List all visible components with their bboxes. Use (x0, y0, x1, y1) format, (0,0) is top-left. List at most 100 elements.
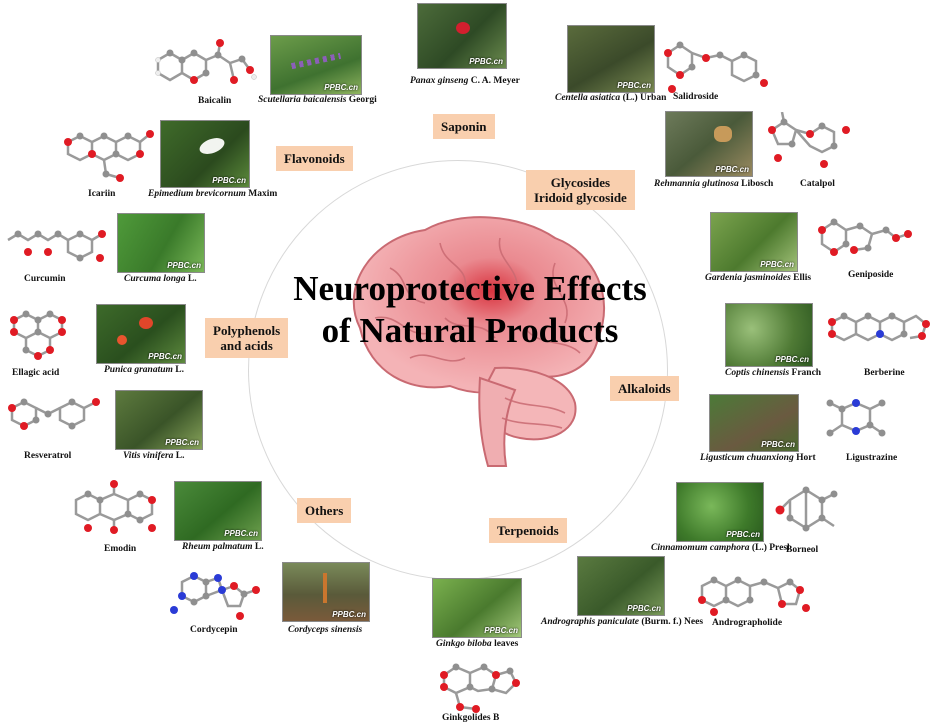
plant-label-panax: Panax ginseng C. A. Meyer (410, 76, 520, 86)
plant-name: Ginkgo biloba (436, 639, 492, 649)
plant-label-centella: Centella asiatica (L.) Urban (555, 93, 666, 103)
molecule-berberine (828, 312, 930, 342)
plant-label-curcuma: Curcuma longa L. (124, 274, 197, 284)
plant-authority: (L.) Presl (749, 543, 790, 553)
molecule-andrographolide (698, 576, 810, 616)
compound-label-emodin: Emodin (104, 544, 137, 554)
plant-authority: Franch (789, 368, 822, 378)
plant-authority: Georgi (346, 95, 377, 105)
plant-label-andrographis: Andrographis paniculate (Burm. f.) Nees (541, 617, 703, 627)
plant-name: Rheum palmatum (182, 542, 253, 552)
plant-name: Rehmannia glutinosa (654, 179, 739, 189)
molecule-curcumin (7, 230, 106, 262)
compound-label-curcumin: Curcumin (24, 274, 66, 284)
plant-name: Gardenia jasminoides (705, 273, 791, 283)
watermark: PPBC.cn (332, 610, 366, 619)
compound-label-geniposide: Geniposide (848, 270, 894, 280)
compound-label-andrographolide: Andrographolide (712, 618, 783, 628)
glycosides-line-1: Glycosides (550, 175, 611, 190)
photo-vitis: PPBC.cn (115, 390, 203, 450)
photo-andrographis: PPBC.cn (577, 556, 665, 616)
category-alkaloids: Alkaloids (610, 376, 679, 401)
watermark: PPBC.cn (715, 165, 749, 174)
watermark: PPBC.cn (775, 355, 809, 364)
photo-panax-ginseng: PPBC.cn (417, 3, 507, 69)
molecule-borneol (775, 486, 838, 532)
watermark: PPBC.cn (212, 176, 246, 185)
compound-label-cordycepin: Cordycepin (190, 625, 238, 635)
plant-label-cordyceps: Cordyceps sinensis (288, 625, 362, 635)
ginseng-berry (456, 22, 470, 34)
plant-label-scutellaria: Scutellaria baicalensis Georgi (258, 95, 377, 105)
plant-label-coptis: Coptis chinensis Franch (725, 368, 821, 378)
compound-label-resveratrol: Resveratrol (24, 451, 72, 461)
category-glycosides: Glycosides Iridoid glycoside (526, 170, 635, 210)
plant-authority: Hort (793, 453, 816, 463)
category-others: Others (297, 498, 352, 523)
brain-illustration (352, 216, 606, 467)
polyphenols-line-1: Polyphenols (213, 323, 281, 338)
photo-punica: PPBC.cn (96, 304, 186, 364)
plant-authority: L. (172, 365, 184, 375)
rehmannia-flower (714, 126, 732, 142)
compound-label-ginkgolides-b: Ginkgolides B (442, 713, 500, 723)
molecule-baicalin (155, 39, 257, 84)
plant-authority: (L.) Urban (620, 93, 667, 103)
plant-name: Curcuma longa (124, 274, 186, 284)
plant-authority: L. (173, 451, 185, 461)
plant-authority: Libosch (738, 179, 774, 189)
plant-authority: Ellis (790, 273, 812, 283)
watermark: PPBC.cn (469, 57, 503, 66)
watermark: PPBC.cn (761, 440, 795, 449)
molecule-emodin (74, 480, 156, 534)
watermark: PPBC.cn (148, 352, 182, 361)
photo-centella: PPBC.cn (567, 25, 655, 93)
plant-name: Cordyceps sinensis (288, 625, 363, 635)
category-flavonoids: Flavonoids (276, 146, 353, 171)
compound-label-ellagic-acid: Ellagic acid (12, 368, 60, 378)
compound-label-ligustrazine: Ligustrazine (846, 453, 898, 463)
watermark: PPBC.cn (726, 530, 760, 539)
plant-name: Ligusticum chuanxiong (700, 453, 794, 463)
plant-authority: C. A. Meyer (468, 76, 520, 86)
plant-label-rehmannia: Rehmannia glutinosa Libosch (654, 179, 773, 189)
plant-label-rheum: Rheum palmatum L. (182, 542, 264, 552)
molecule-resveratrol (8, 398, 100, 430)
watermark: PPBC.cn (617, 81, 651, 90)
molecule-cordycepin (170, 572, 260, 620)
photo-coptis: PPBC.cn (725, 303, 813, 367)
photo-ginkgo: PPBC.cn (432, 578, 522, 638)
plant-name: Panax ginseng (410, 76, 469, 86)
photo-curcuma: PPBC.cn (117, 213, 205, 273)
watermark: PPBC.cn (324, 83, 358, 92)
molecule-ligustrazine (826, 399, 886, 437)
photo-rehmannia: PPBC.cn (665, 111, 753, 177)
watermark: PPBC.cn (760, 260, 794, 269)
plant-name: Punica granatum (104, 365, 173, 375)
molecule-icariin (64, 130, 154, 182)
watermark: PPBC.cn (627, 604, 661, 613)
plant-label-ligusticum: Ligusticum chuanxiong Hort (700, 453, 816, 463)
plant-name: Vitis vinifera (123, 451, 174, 461)
watermark: PPBC.cn (167, 261, 201, 270)
plant-name: Cinnamomum camphora (651, 543, 750, 553)
plant-authority: (Burm. f.) Nees (638, 617, 704, 627)
plant-name: Centella asiatica (555, 93, 621, 103)
plant-authority: L. (252, 542, 264, 552)
plant-name: Epimedium brevicornum (148, 189, 246, 199)
punica-flower (139, 317, 153, 329)
category-polyphenols: Polyphenols and acids (205, 318, 289, 358)
glycosides-line-2: Iridoid glycoside (534, 190, 627, 205)
epimedium-flower (197, 134, 227, 158)
watermark: PPBC.cn (224, 529, 258, 538)
category-saponin: Saponin (433, 114, 495, 139)
compound-label-baicalin: Baicalin (198, 96, 232, 106)
watermark: PPBC.cn (165, 438, 199, 447)
category-terpenoids: Terpenoids (489, 518, 567, 543)
diagram-title: Neuroprotective Effects of Natural Produ… (240, 268, 700, 352)
molecule-ellagic-acid (10, 310, 66, 360)
compound-label-icariin: Icariin (88, 189, 116, 199)
plant-authority: Maxim (245, 189, 278, 199)
molecule-salidroside (664, 41, 768, 93)
plant-label-gardenia: Gardenia jasminoides Ellis (705, 273, 811, 283)
